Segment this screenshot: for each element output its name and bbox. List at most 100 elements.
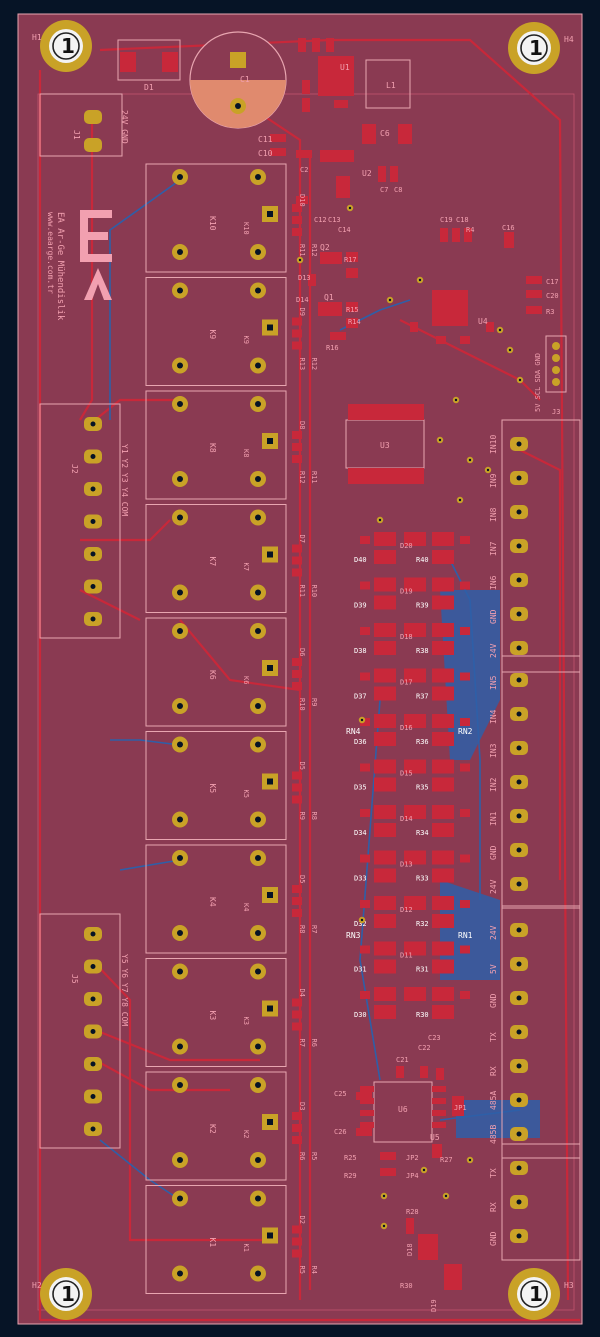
l1-body xyxy=(365,59,411,109)
relay-drill xyxy=(177,741,183,748)
relay-diode-label: D7 xyxy=(298,535,306,543)
relay-r1-label: R8 xyxy=(298,925,306,933)
opto-label: D13 xyxy=(400,861,413,869)
relay-drill xyxy=(177,1270,183,1277)
relay-resistor-pad xyxy=(292,1136,302,1144)
d13-label: D13 xyxy=(298,274,311,282)
relay-diode-label: D2 xyxy=(298,1216,306,1224)
c6-pad-a xyxy=(362,124,376,144)
relay-outline xyxy=(145,844,287,954)
opto-label: D11 xyxy=(400,952,413,960)
opto-pad xyxy=(404,668,426,683)
opto-pad xyxy=(374,641,396,655)
resistor-pad xyxy=(460,900,470,908)
resistor-pad xyxy=(360,763,370,772)
input-terminal-label: GND xyxy=(489,609,498,624)
input-terminal-label: 24V xyxy=(489,879,498,894)
input-diode-label: D36 xyxy=(354,738,367,746)
opto-pad xyxy=(432,987,454,1001)
c25-label: C25 xyxy=(334,1090,347,1098)
opto-pad xyxy=(374,959,396,974)
opto-label: D19 xyxy=(400,588,413,596)
copper-pour-bottom-b xyxy=(440,880,500,980)
logo-brand-text: EA Ar-Ge Mühendislik xyxy=(55,212,65,321)
q1-label: Q1 xyxy=(324,293,334,302)
u1-label: U1 xyxy=(340,63,350,72)
opto-pad xyxy=(404,759,426,774)
relay-drill xyxy=(177,362,183,369)
opto-label: D20 xyxy=(400,542,413,550)
u2-label: U2 xyxy=(362,169,372,178)
c20-label: C20 xyxy=(546,292,559,300)
relay-diode-label: D9 xyxy=(298,308,306,316)
relay-drill xyxy=(255,703,261,709)
opto-pad xyxy=(404,805,426,819)
u6-label: U6 xyxy=(398,1105,408,1114)
r15-label: R15 xyxy=(346,306,359,314)
relay-label-alt: K5 xyxy=(242,790,250,798)
relay-coil-drill xyxy=(267,1232,273,1239)
input-terminal-label: IN2 xyxy=(489,777,498,792)
input-terminal-drill xyxy=(516,995,522,1001)
opto-label: D12 xyxy=(400,906,413,914)
input-resistor-label: R32 xyxy=(416,920,429,928)
relay-diode-label: D8 xyxy=(298,421,306,429)
relay-drill xyxy=(255,1195,261,1202)
resistor-pad xyxy=(460,581,470,590)
relay-diode-pad xyxy=(292,658,302,666)
relay-outline xyxy=(145,1185,287,1294)
c10-label: C10 xyxy=(258,149,273,158)
resistor-pad xyxy=(460,945,470,954)
c23-label: C23 xyxy=(428,1034,441,1042)
resistor-pad xyxy=(460,718,470,726)
relay-resistor-pad xyxy=(292,1237,302,1246)
top-section: D1 C1 J1 24V GND U1 L1 C6 C11 C10 U2 C7 xyxy=(39,31,412,234)
relay-diode-pad xyxy=(292,998,302,1007)
relay-diode-pad xyxy=(292,1225,302,1234)
input-terminal-drill xyxy=(516,1199,522,1205)
c21-label: C21 xyxy=(396,1056,409,1064)
relay-drill xyxy=(255,589,261,596)
company-logo: EA Ar-Ge Mühendislik www.eaarge.com.tr xyxy=(46,210,112,321)
relay-r2-label: R5 xyxy=(310,1152,318,1160)
via-drill xyxy=(486,468,490,472)
relay-diode-label: D5 xyxy=(298,875,306,883)
relay-drill xyxy=(177,628,183,634)
resistor-pad xyxy=(360,581,370,590)
relay-label: K5 xyxy=(208,784,217,794)
relay-label-alt: K3 xyxy=(242,1017,250,1025)
opto-label: D14 xyxy=(400,815,413,823)
input-terminal-outline xyxy=(501,655,581,909)
opto-pad xyxy=(374,732,396,746)
top-smd-cluster xyxy=(270,38,398,204)
relay-r1-label: R5 xyxy=(298,1266,306,1274)
relay-r1-label: R13 xyxy=(298,358,306,371)
relay-diode-label: D4 xyxy=(298,989,306,997)
opto-pad xyxy=(432,595,454,610)
terminal-drill xyxy=(90,1029,96,1034)
terminal-drill xyxy=(90,584,96,589)
relay-diode-pad xyxy=(292,431,302,439)
relay-r2-label: R8 xyxy=(310,812,318,820)
input-terminal-label: IN10 xyxy=(489,435,498,454)
relay-drill xyxy=(177,816,183,823)
relay-outline xyxy=(145,1071,287,1181)
d18-label: D18 xyxy=(406,1243,414,1256)
relay-drill xyxy=(177,968,183,975)
jp4-label: JP4 xyxy=(406,1172,419,1180)
resistor-pad xyxy=(360,627,370,635)
input-diode-label: D30 xyxy=(354,1011,367,1019)
r28-label: R28 xyxy=(406,1208,419,1216)
relay-label: K6 xyxy=(208,670,217,680)
mounting-hole-mark: 1 xyxy=(529,36,543,60)
opto-pad xyxy=(374,550,396,564)
relay-drill xyxy=(255,249,261,255)
d19-label: D19 xyxy=(430,1299,438,1312)
relay-drill xyxy=(177,174,183,180)
terminal-pin-labels: Y1 Y2 Y3 Y4 COM xyxy=(120,444,129,516)
relay-drill xyxy=(177,287,183,294)
opto-pad xyxy=(432,868,454,883)
opto-pad xyxy=(432,1005,454,1019)
prog-header: 5V SCL SDA GND J3 xyxy=(534,335,567,416)
terminal-block-outline xyxy=(39,913,121,1149)
